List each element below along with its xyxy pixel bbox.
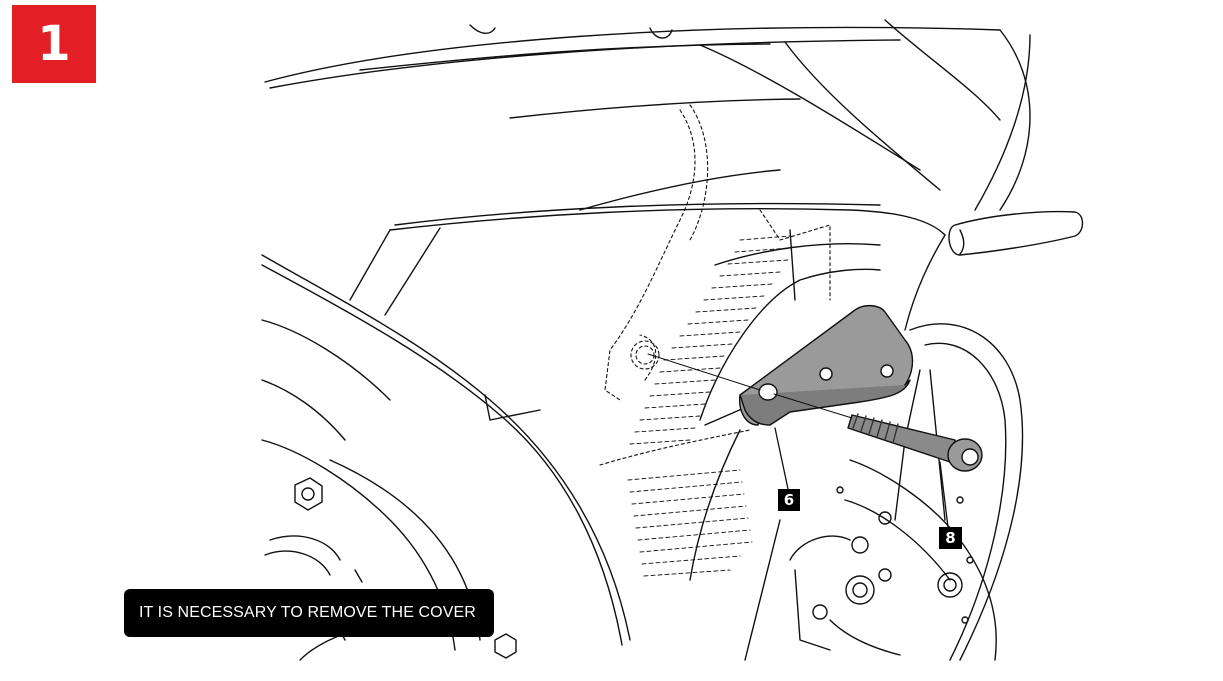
part-callout-bolt: 8: [939, 527, 962, 549]
part-number-bracket: 6: [783, 491, 795, 509]
step-number: 1: [37, 16, 71, 72]
mounting-bracket: [738, 305, 914, 426]
radiator-dashed-outline: [599, 104, 831, 466]
instruction-note: IT IS NECESSARY TO REMOVE THE COVER: [124, 589, 494, 637]
assembly-guide-lines: [647, 353, 853, 419]
front-wheel-lines: [744, 323, 1024, 661]
step-number-badge: 1: [12, 5, 96, 83]
part-number-bolt: 8: [945, 529, 956, 547]
part-callout-bracket: 6: [778, 489, 800, 511]
turn-signal-lines: [948, 210, 1084, 256]
instruction-note-text: IT IS NECESSARY TO REMOVE THE COVER: [139, 604, 476, 621]
side-panel-lines: [261, 254, 631, 661]
callout-leaders: [774, 427, 949, 528]
hex-bolt: [847, 413, 983, 472]
fairing-body-lines: [349, 169, 946, 331]
upper-fairing-lines: [264, 19, 1031, 211]
